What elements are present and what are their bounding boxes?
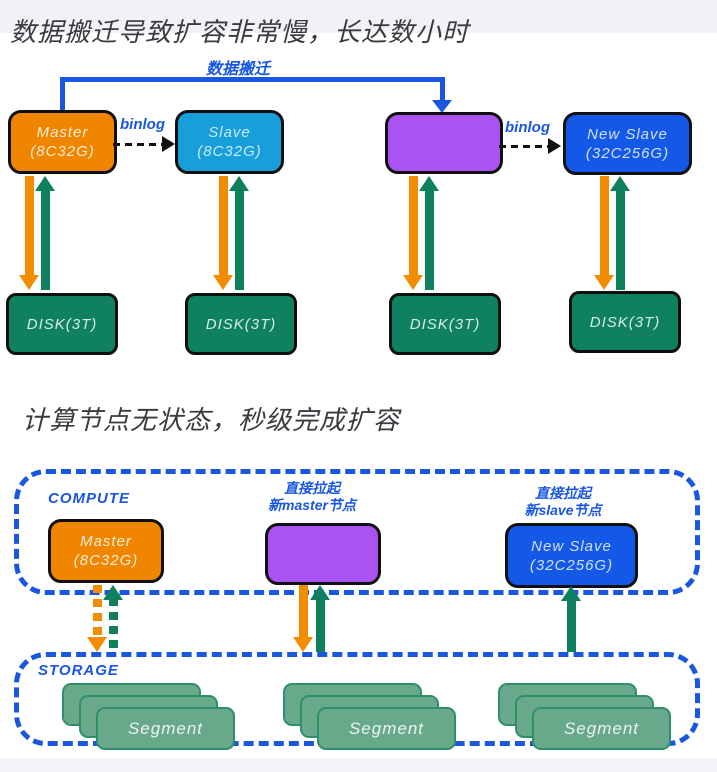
disk-label-4: DISK(3T) [589, 313, 661, 331]
migration-arrowhead-icon [432, 100, 452, 113]
binlog-label-2: binlog [505, 119, 550, 136]
compute-label: COMPUTE [48, 490, 130, 507]
io-down-arrow-1 [19, 176, 39, 290]
section2-title: 计算节点无状态，秒级完成扩容 [22, 405, 401, 435]
segment-label-1: Segment [127, 718, 204, 738]
bottom-background-band [0, 758, 717, 772]
segment-stack-1-front: Segment [96, 707, 235, 750]
segment-label-3: Segment [563, 718, 640, 738]
node-new-master-1 [385, 112, 503, 174]
node-slave-1-line1: Slave [208, 124, 251, 141]
migration-path-left-segment [60, 77, 65, 112]
section1-title: 数据搬迁导致扩容非常慢，长达数小时 [10, 17, 470, 47]
compute-container [14, 469, 700, 595]
node-master-2-line2: (8C32G) [73, 552, 139, 569]
compute-storage-up-arrow-dashed [103, 585, 123, 652]
disk-label-1: DISK(3T) [26, 315, 98, 333]
node-new-slave-2-line1: New Slave [531, 537, 612, 555]
callout-new-slave-line1: 直接拉起 [535, 485, 591, 501]
compute-storage-up-arrow-3 [561, 586, 581, 652]
node-master-1: Master (8C32G) [8, 110, 117, 174]
node-new-slave-1-line2: (32C256G) [585, 144, 670, 162]
node-master-1-line1: Master [36, 124, 89, 141]
node-new-slave-2: New Slave (32C256G) [505, 523, 638, 588]
node-slave-1-line2: (8C32G) [197, 143, 262, 160]
io-up-arrow-3 [419, 176, 439, 290]
disk-box-4: DISK(3T) [569, 291, 681, 353]
compute-storage-up-arrow-2 [310, 585, 330, 652]
node-new-slave-1-line1: New Slave [587, 125, 668, 143]
node-master-2-line1: Master [80, 533, 132, 550]
io-up-arrow-4 [610, 176, 630, 290]
callout-new-master-line2: 新master节点 [268, 497, 356, 513]
callout-new-slave: 直接拉起 新slave节点 [503, 485, 623, 519]
node-new-master-2 [265, 523, 381, 585]
node-new-slave-1: New Slave (32C256G) [563, 112, 692, 175]
disk-box-3: DISK(3T) [389, 293, 501, 355]
binlog-arrow-2-dash-line [499, 144, 550, 148]
compute-storage-down-arrow-dashed [87, 585, 107, 652]
migration-path-horizontal-segment [60, 77, 445, 82]
callout-new-slave-line2: 新slave节点 [524, 502, 602, 518]
io-up-arrow-2 [229, 176, 249, 290]
node-slave-1: Slave (8C32G) [175, 110, 284, 174]
binlog-arrow-1 [113, 136, 175, 152]
node-master-1-line2: (8C32G) [30, 143, 95, 160]
callout-new-master-line1: 直接拉起 [284, 480, 340, 496]
disk-box-1: DISK(3T) [6, 293, 118, 355]
migration-label: 数据搬迁 [206, 61, 271, 78]
io-down-arrow-2 [213, 176, 233, 290]
binlog-arrow-1-dash-line [113, 142, 164, 146]
io-up-arrow-1 [35, 176, 55, 290]
node-master-2: Master (8C32G) [48, 519, 164, 583]
segment-stack-3-front: Segment [532, 707, 671, 750]
segment-stack-2-front: Segment [317, 707, 456, 750]
callout-new-master: 直接拉起 新master节点 [252, 480, 372, 514]
compute-storage-down-arrow-2 [293, 585, 313, 652]
binlog-arrow-2 [499, 138, 561, 154]
disk-label-3: DISK(3T) [409, 315, 481, 333]
io-down-arrow-3 [403, 176, 423, 290]
binlog-label-1: binlog [120, 116, 165, 133]
top-background-band [0, 0, 717, 33]
storage-label: STORAGE [38, 662, 119, 679]
migration-path-right-segment [440, 77, 445, 102]
node-new-slave-2-line2: (32C256G) [529, 556, 614, 574]
disk-label-2: DISK(3T) [205, 315, 277, 333]
disk-box-2: DISK(3T) [185, 293, 297, 355]
segment-label-2: Segment [348, 718, 425, 738]
io-down-arrow-4 [594, 176, 614, 290]
